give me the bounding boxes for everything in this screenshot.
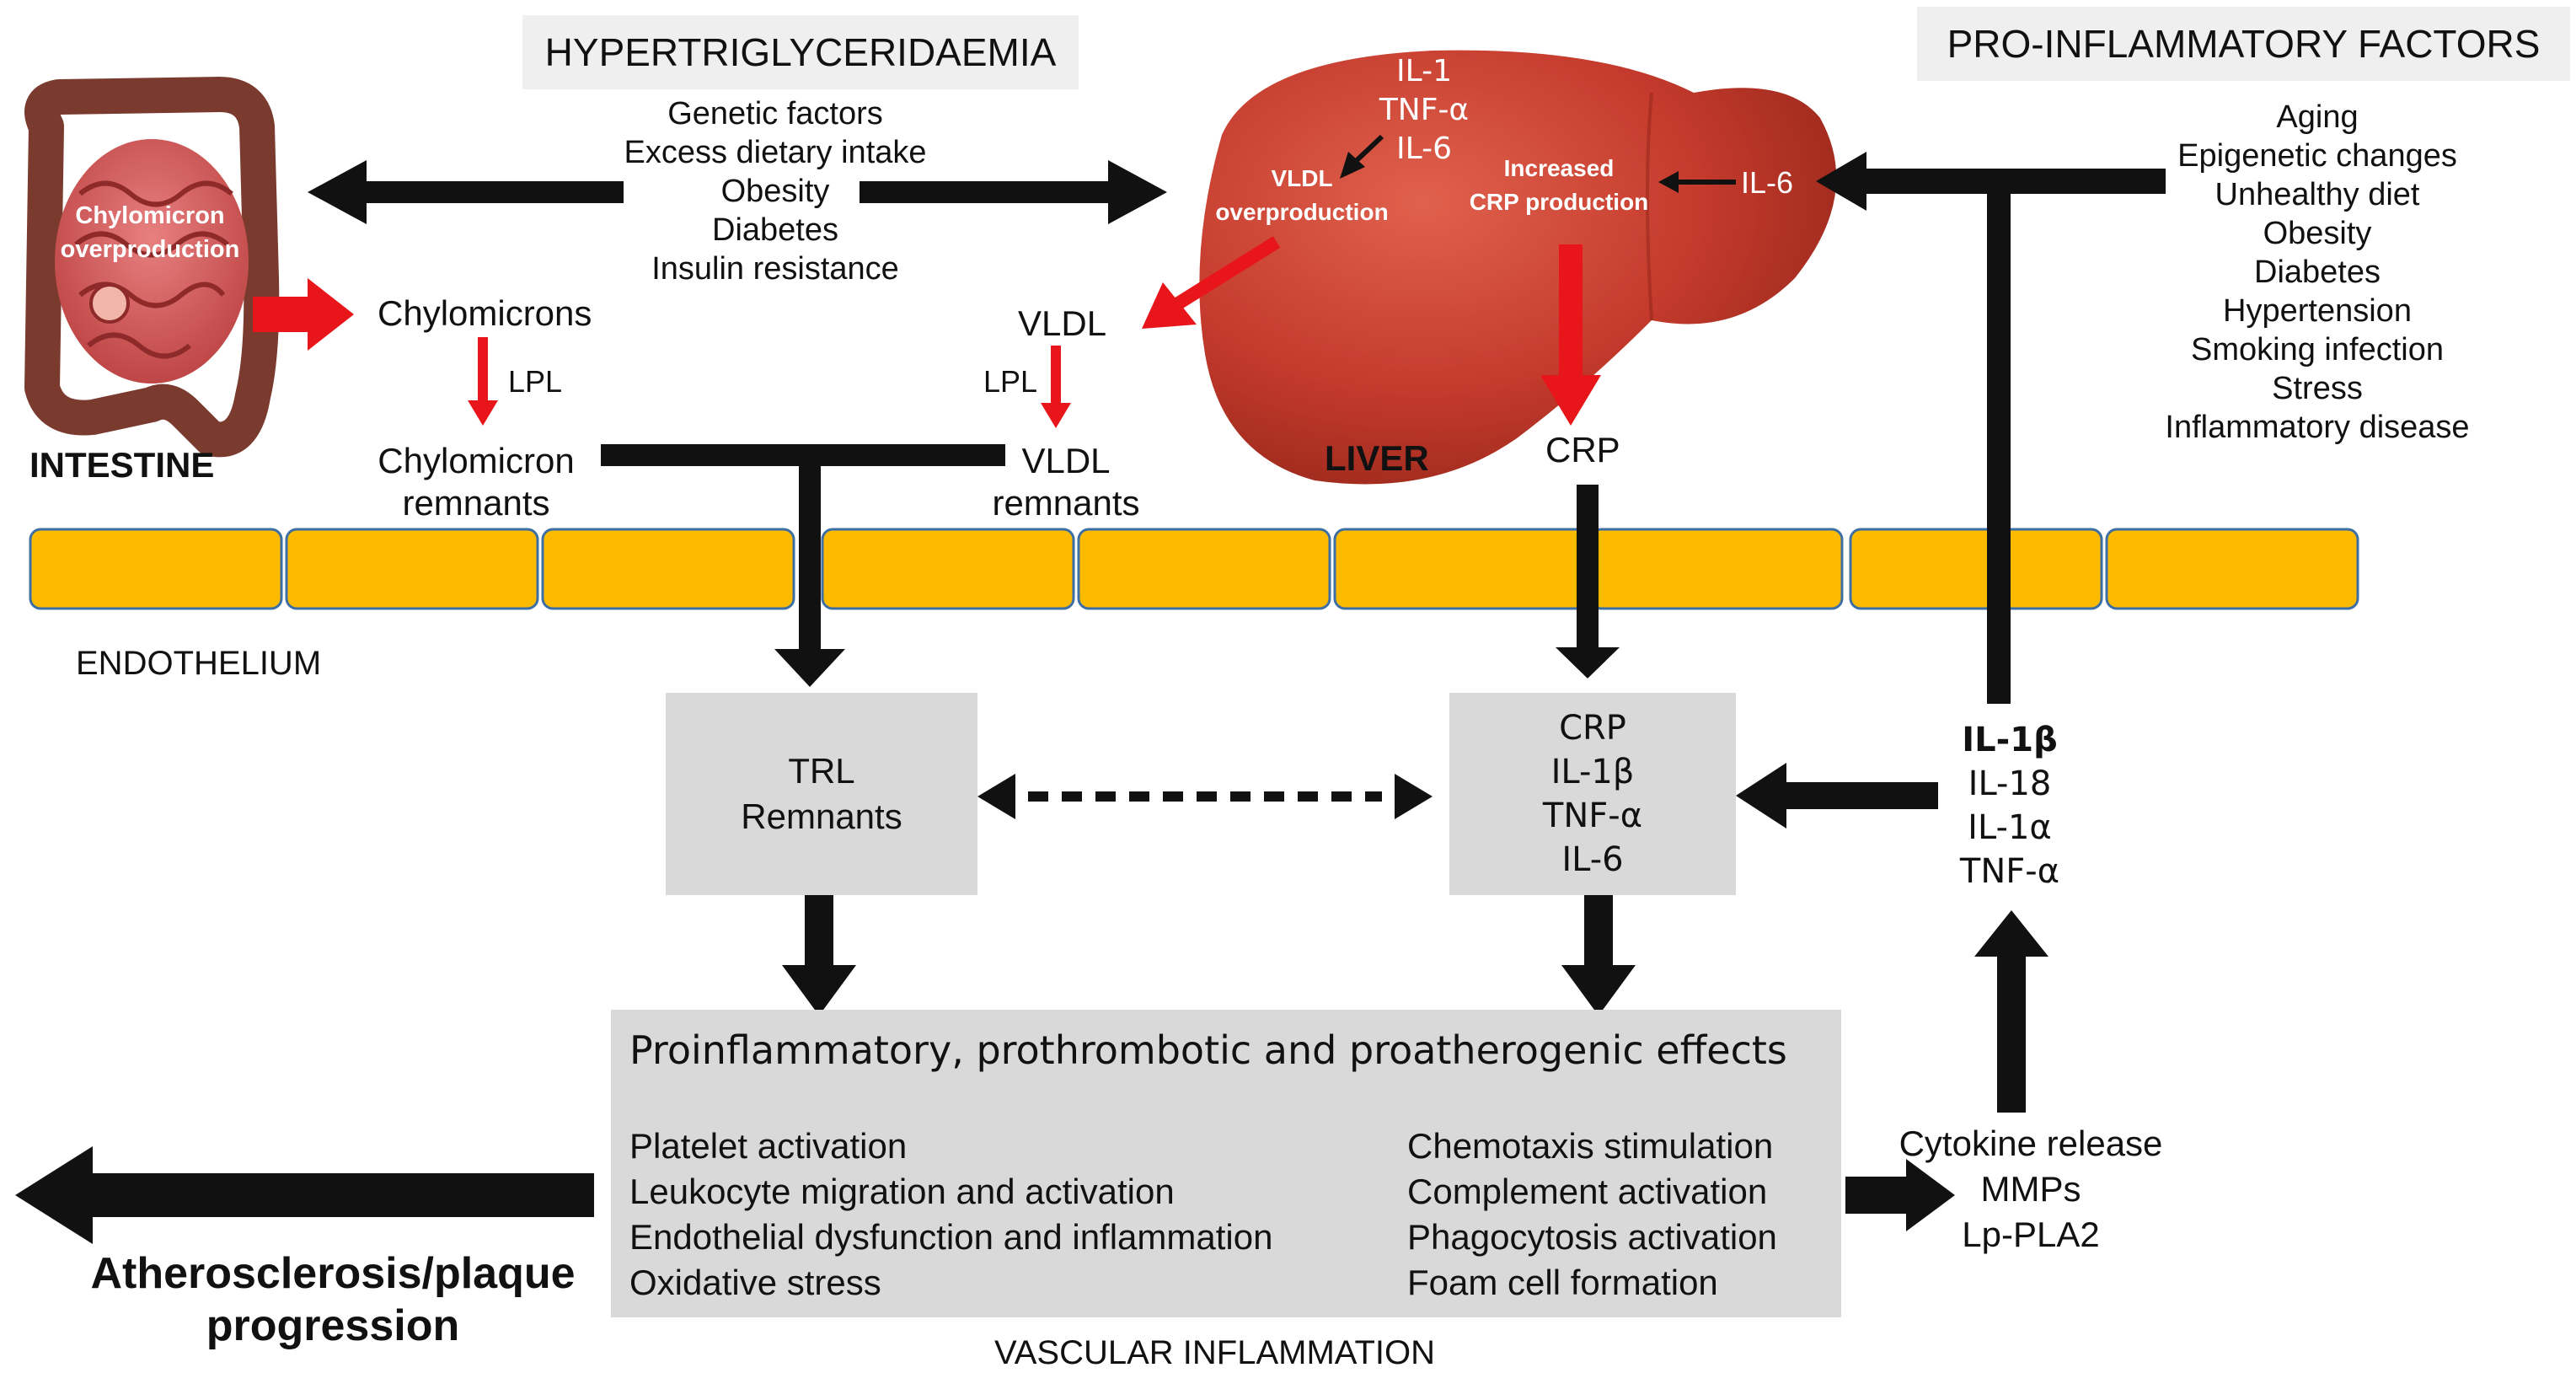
cytokine-item: Cytokine release bbox=[1899, 1124, 2163, 1163]
liver-il6-label: IL-6 bbox=[1741, 165, 1794, 200]
effect-item: Complement activation bbox=[1407, 1172, 1768, 1211]
factor-item: Excess dietary intake bbox=[624, 135, 927, 170]
remnants-label: Remnants bbox=[741, 796, 902, 836]
factor-item: Genetic factors bbox=[667, 96, 883, 131]
factors-to-il6-arrow bbox=[1816, 152, 2166, 211]
intestine-to-chylomicrons-arrow bbox=[253, 278, 354, 351]
crp-box-to-effects-arrow bbox=[1561, 893, 1636, 1016]
vldl-overproduction-label: VLDL overproduction bbox=[1215, 165, 1389, 225]
effect-item: Endothelial dysfunction and inflammation bbox=[629, 1217, 1273, 1257]
factor-to-liver-arrow bbox=[860, 160, 1167, 224]
effect-item: Leukocyte migration and activation bbox=[629, 1172, 1175, 1211]
il6-to-crp-arrow bbox=[1658, 171, 1736, 193]
il-item: IL-1α bbox=[1968, 808, 2052, 847]
vascular-inflammation-label: VASCULAR INFLAMMATION bbox=[994, 1334, 1436, 1371]
liver-to-crp-arrow bbox=[1540, 244, 1601, 426]
remnants-to-trl-arrow bbox=[601, 444, 1005, 687]
effects-right-list: Chemotaxis stimulation Complement activa… bbox=[1407, 1124, 1777, 1306]
factor-to-intestine-arrow bbox=[308, 160, 624, 224]
factor-item: Diabetes bbox=[712, 212, 838, 248]
factor-item: Inflammatory disease bbox=[2165, 410, 2470, 445]
cytokine-to-il-list-arrow bbox=[1974, 910, 2048, 1113]
marker-item: CRP bbox=[1559, 709, 1626, 748]
il1b-to-liver-line bbox=[1987, 181, 2011, 704]
il-list-to-crp-box-arrow bbox=[1736, 763, 1938, 829]
hypertriglyceridaemia-factors: Genetic factors Excess dietary intake Ob… bbox=[607, 94, 944, 288]
effect-item: Foam cell formation bbox=[1407, 1263, 1718, 1302]
factor-item: Epigenetic changes bbox=[2177, 138, 2457, 174]
cytokine-item: MMPs bbox=[1980, 1169, 2081, 1209]
chylomicron-overproduction-label: Chylomicron overproduction bbox=[60, 202, 240, 263]
pro-inflammatory-label: PRO-INFLAMMATORY FACTORS bbox=[1947, 21, 2541, 66]
liver-label: LIVER bbox=[1325, 438, 1429, 478]
inflammatory-markers-box: CRP IL-1β TNF-α IL-6 bbox=[1449, 693, 1736, 895]
lpl-label-right: LPL bbox=[983, 364, 1038, 399]
marker-item: IL-6 bbox=[1561, 840, 1624, 879]
marker-item: IL-1β bbox=[1550, 753, 1635, 791]
factor-item: Smoking infection bbox=[2191, 332, 2444, 367]
chylomicrons-label: Chylomicrons bbox=[378, 293, 592, 333]
factor-item: Obesity bbox=[720, 174, 830, 209]
vldl-lpl-arrow bbox=[1041, 346, 1071, 428]
trl-crp-dotted-arrow bbox=[977, 774, 1433, 819]
vldl-overproduction-arrow bbox=[1142, 236, 1281, 329]
effects-box: Proinflammatory, prothrombotic and proat… bbox=[611, 1010, 1841, 1317]
trl-remnants-box: TRL Remnants bbox=[666, 693, 977, 895]
effect-item: Platelet activation bbox=[629, 1126, 908, 1166]
effects-title: Proinflammatory, prothrombotic and proat… bbox=[629, 1027, 1787, 1073]
crp-to-box-arrow bbox=[1556, 485, 1620, 678]
trl-to-effects-arrow bbox=[782, 893, 856, 1016]
crp-production-label: Increased CRP production bbox=[1469, 155, 1649, 215]
hypertriglyceridaemia-header: HYPERTRIGLYCERIDAEMIA bbox=[522, 15, 1079, 89]
cytokine-release-list: Cytokine release MMPs Lp-PLA2 bbox=[1899, 1121, 2163, 1258]
effects-left-list: Platelet activation Leukocyte migration … bbox=[629, 1124, 1272, 1306]
factor-item: Diabetes bbox=[2254, 255, 2381, 290]
il1b-label: IL-1β bbox=[1962, 721, 2058, 759]
il1-to-vldl-arrow bbox=[1340, 134, 1384, 179]
intestine-label: INTESTINE bbox=[29, 445, 215, 485]
hypertriglyceridaemia-label: HYPERTRIGLYCERIDAEMIA bbox=[544, 29, 1057, 74]
intestine-illustration bbox=[24, 77, 280, 458]
liver-cytokines: IL-1 TNF-α IL-6 bbox=[1379, 54, 1470, 166]
pro-inflammatory-factors-list: Aging Epigenetic changes Unhealthy diet … bbox=[2140, 98, 2494, 447]
chylomicron-remnants-label: Chylomicron remnants bbox=[378, 441, 575, 523]
effect-item: Phagocytosis activation bbox=[1407, 1217, 1777, 1257]
chylomicrons-lpl-arrow bbox=[468, 337, 498, 426]
atherosclerosis-label: Atherosclerosis/plaque progression bbox=[90, 1249, 576, 1350]
crp-label: CRP bbox=[1545, 430, 1620, 469]
factor-item: Obesity bbox=[2263, 216, 2372, 251]
effect-item: Chemotaxis stimulation bbox=[1407, 1126, 1774, 1166]
il-item: TNF-α bbox=[1959, 852, 2060, 891]
factor-item: Unhealthy diet bbox=[2215, 177, 2420, 212]
factor-item: Insulin resistance bbox=[651, 251, 899, 287]
factor-item: Stress bbox=[2272, 371, 2363, 406]
factor-item: Hypertension bbox=[2223, 293, 2412, 329]
il-item: IL-18 bbox=[1968, 764, 2052, 803]
liver-illustration bbox=[1199, 50, 1837, 485]
effects-to-atherosclerosis-arrow bbox=[15, 1146, 594, 1244]
effect-item: Oxidative stress bbox=[629, 1263, 881, 1302]
vldl-remnants-label: VLDL remnants bbox=[992, 441, 1140, 523]
interleukin-list: IL-1β IL-18 IL-1α TNF-α bbox=[1930, 718, 2090, 893]
marker-item: TNF-α bbox=[1542, 796, 1643, 835]
endothelium-cells bbox=[29, 528, 2359, 610]
vldl-label: VLDL bbox=[1018, 303, 1107, 343]
trl-label: TRL bbox=[788, 751, 855, 791]
effects-to-cytokine-arrow bbox=[1845, 1159, 1955, 1231]
pro-inflammatory-header: PRO-INFLAMMATORY FACTORS bbox=[1917, 7, 2570, 81]
lpl-label-left: LPL bbox=[508, 364, 563, 399]
endothelium-label: ENDOTHELIUM bbox=[76, 645, 322, 682]
cytokine-item: Lp-PLA2 bbox=[1962, 1215, 2100, 1254]
factor-item: Aging bbox=[2276, 99, 2359, 135]
